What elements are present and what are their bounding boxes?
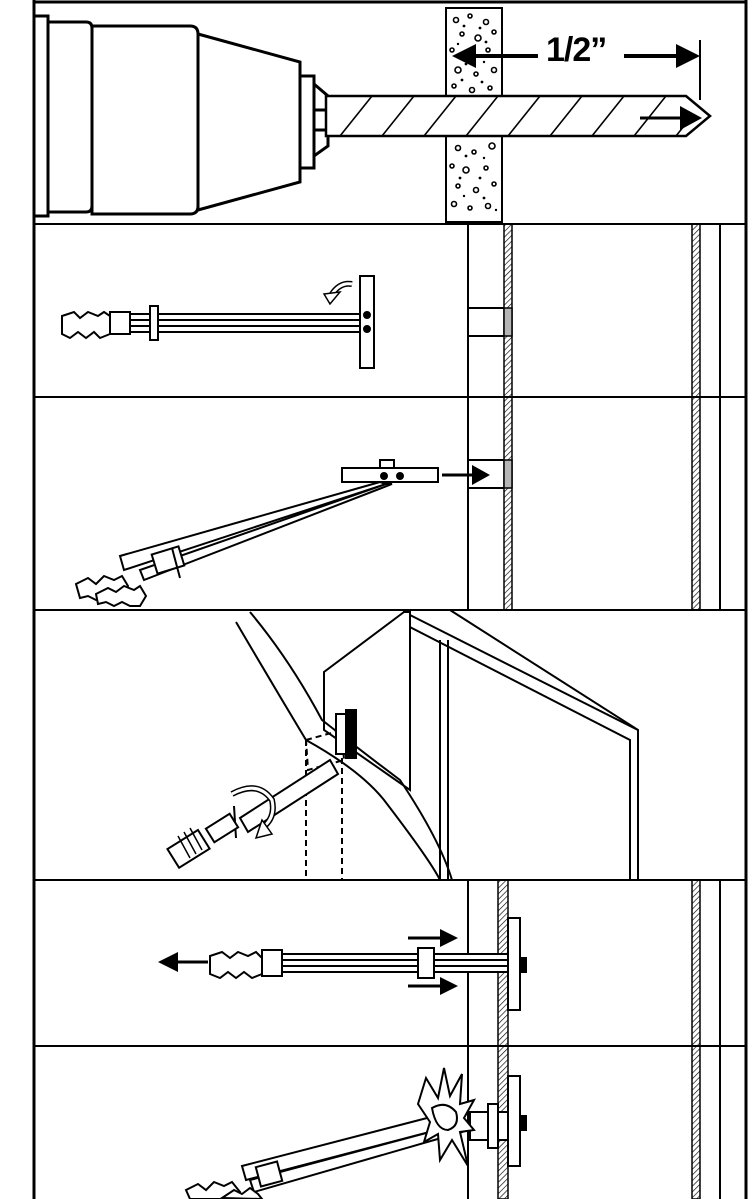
step2-strap-panel [61, 223, 721, 398]
cabinet-icon [323, 609, 639, 881]
anchor-flange-icon [507, 917, 527, 1011]
panel-dividers [34, 223, 746, 1047]
toggle-strap-icon [74, 459, 439, 608]
toggle-strap-icon [184, 1108, 464, 1199]
depth-measurement-label: 1/2” [546, 31, 607, 69]
step4-perspective-panel [166, 609, 639, 881]
wall-hole-icon [467, 223, 721, 398]
toggle-strap-icon [209, 947, 509, 980]
step5-pull-panel [158, 879, 721, 1047]
snap-burst-icon [416, 1067, 477, 1167]
anchor-flange-icon [469, 1075, 527, 1167]
toggle-strap-icon [166, 709, 357, 870]
drill-bit-icon [324, 94, 712, 138]
drill-chuck-icon [32, 14, 330, 218]
toggle-strap-icon [61, 275, 375, 369]
step1-drill-panel [32, 7, 712, 223]
wall-hole-icon [467, 396, 721, 611]
pull-arrow-icon [158, 952, 208, 972]
slide-arrow-icon [408, 929, 458, 995]
fold-arrow-icon [322, 280, 353, 306]
depth-arrow-icon [452, 40, 701, 100]
step6-snap-panel [184, 1045, 721, 1199]
rotation-arrow-icon [230, 785, 276, 840]
step3-insert-panel [74, 396, 721, 611]
insert-arrow-icon [442, 465, 490, 485]
